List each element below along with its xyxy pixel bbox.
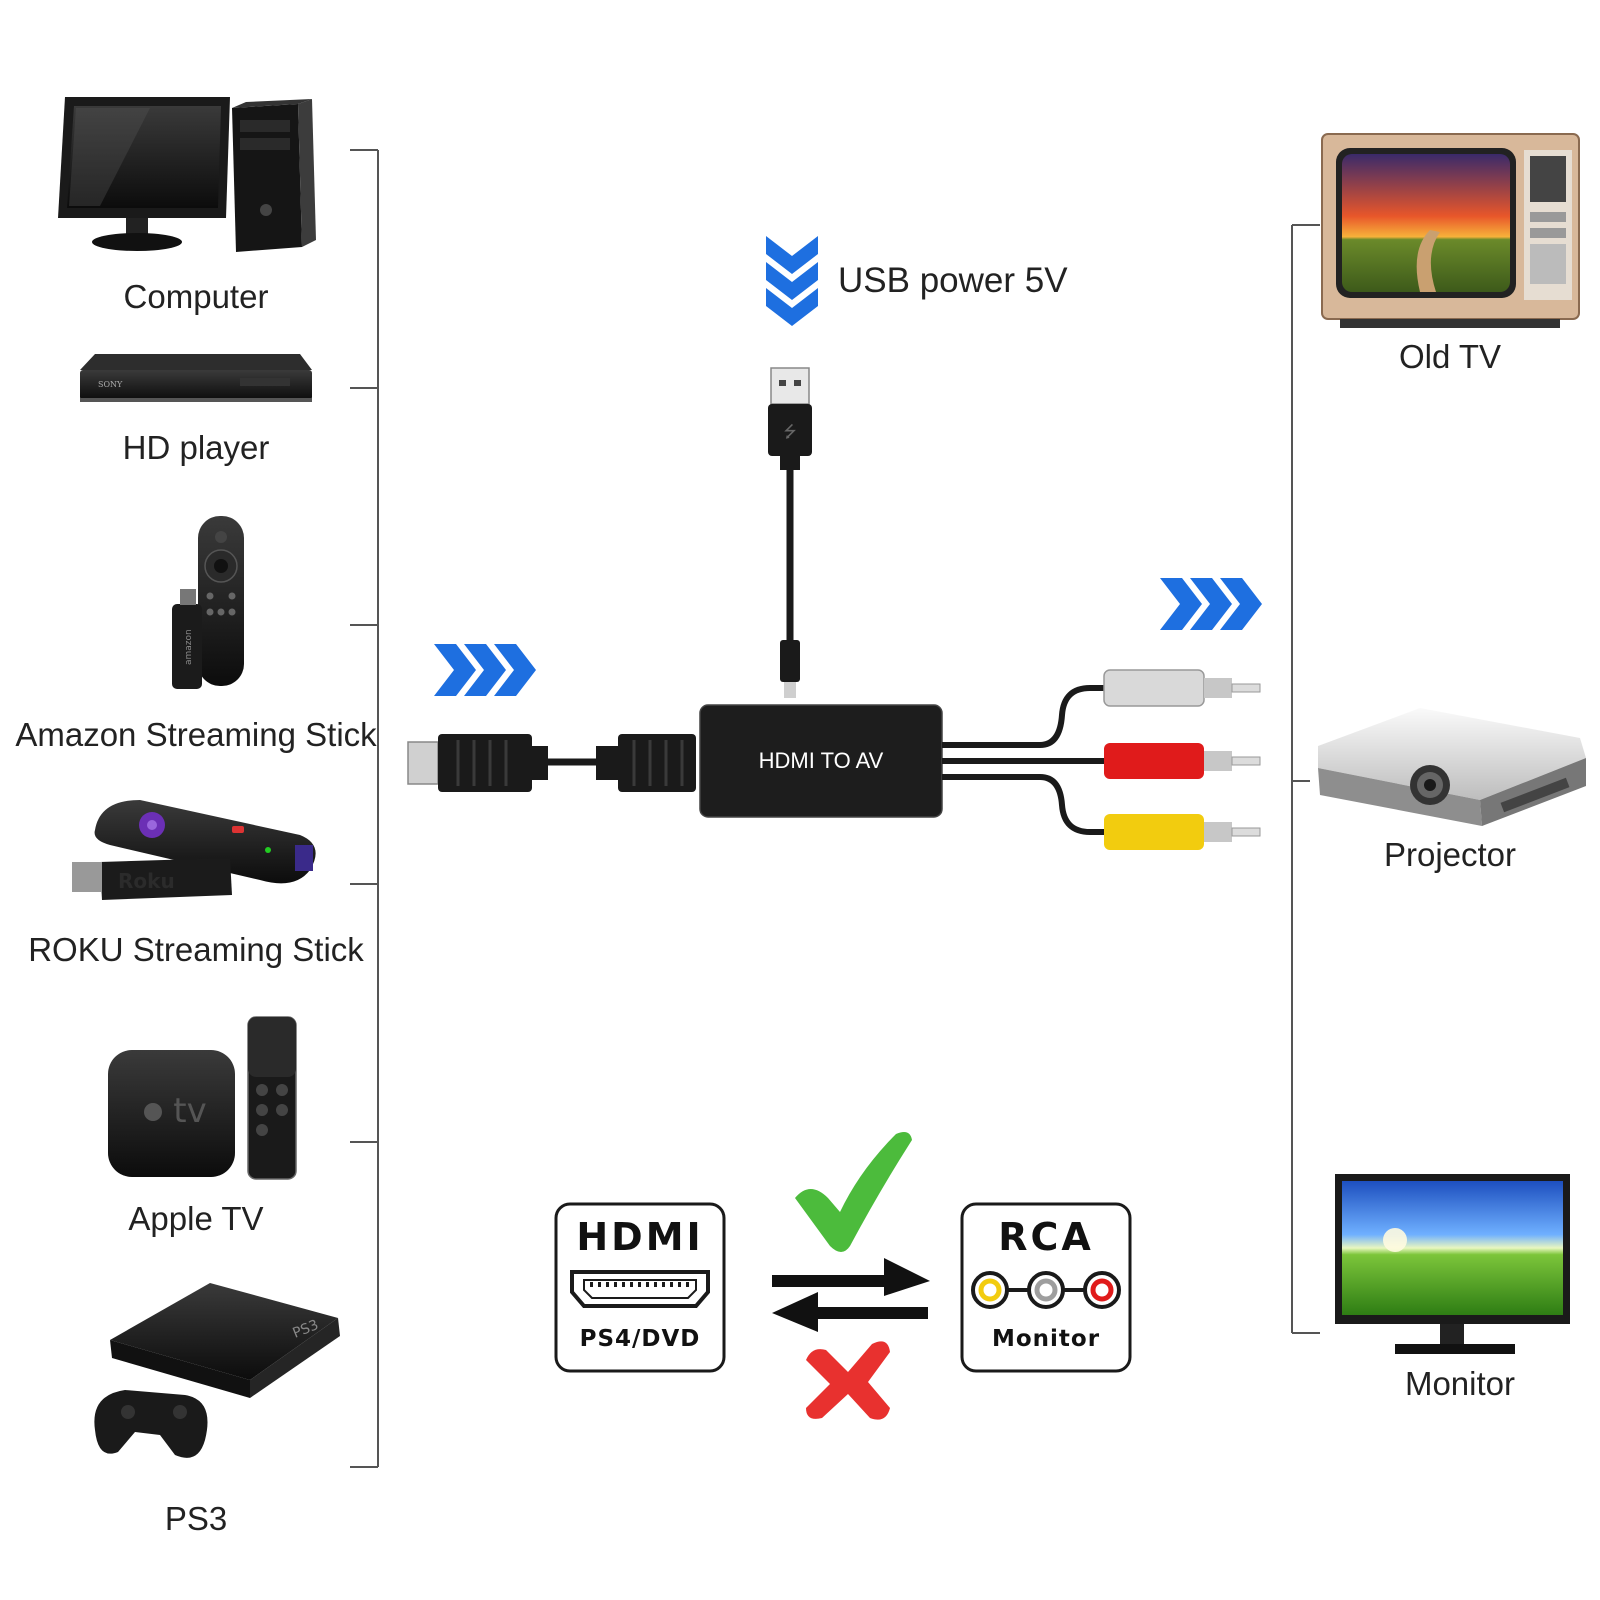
output-bracket — [1291, 224, 1320, 1334]
computer-icon — [58, 97, 316, 252]
rca-plug-yellow — [1104, 814, 1261, 850]
unsupported-cross-icon — [806, 1341, 890, 1420]
rca-box-subtitle: Monitor — [992, 1326, 1100, 1352]
output-label-projector: Projector — [1384, 836, 1516, 873]
roku-mark: Roku — [118, 869, 175, 893]
rca-box-title: RCA — [998, 1215, 1094, 1259]
usb-power-arrows — [766, 236, 818, 326]
apple-tv-icon: tv — [108, 1016, 297, 1180]
monitor-icon — [1335, 1174, 1570, 1354]
hd-player-icon: SONY — [80, 354, 312, 402]
hdmi-box-title: HDMI — [576, 1215, 703, 1259]
output-label-monitor: Monitor — [1405, 1365, 1515, 1402]
source-label-apple-tv: Apple TV — [128, 1200, 263, 1237]
hdmi-source-box: HDMI PS4/DVD — [554, 1202, 726, 1373]
rca-plug-white — [1103, 669, 1261, 707]
svg-text:⭍: ⭍ — [783, 422, 796, 441]
supported-check-icon — [795, 1132, 912, 1252]
usb-cable: ⭍ — [768, 367, 812, 698]
av-output-arrows — [1160, 578, 1262, 630]
usb-power-label: USB power 5V — [838, 261, 1068, 300]
roku-stick-icon: Roku — [72, 800, 316, 900]
source-label-ps3: PS3 — [165, 1500, 227, 1537]
projector-icon — [1318, 708, 1586, 826]
hdmi-port-icon — [570, 1270, 710, 1308]
sony-mark: SONY — [98, 380, 123, 389]
output-label-old-tv: Old TV — [1399, 338, 1501, 375]
amazon-mark: amazon — [184, 629, 194, 665]
hdmi-to-av-adapter: HDMI TO AV — [699, 704, 943, 818]
conversion-arrows-icon — [772, 1258, 930, 1332]
rca-ports-icon — [971, 1271, 1121, 1309]
hdmi-cable — [407, 734, 696, 792]
hdmi-input-arrows — [434, 644, 536, 696]
old-tv-icon — [1321, 133, 1580, 328]
hdmi-box-subtitle: PS4/DVD — [580, 1326, 701, 1352]
rca-plug-red — [1104, 743, 1261, 779]
apple-tv-mark: tv — [173, 1091, 206, 1131]
source-bracket — [350, 149, 379, 1468]
amazon-stick-icon: amazon — [172, 516, 244, 689]
source-label-amazon: Amazon Streaming Stick — [15, 716, 377, 753]
source-label-roku: ROKU Streaming Stick — [28, 931, 364, 968]
source-label-hd-player: HD player — [123, 429, 270, 466]
ps3-icon: PS3 — [94, 1283, 340, 1458]
source-label-computer: Computer — [124, 278, 269, 315]
adapter-label: HDMI TO AV — [759, 748, 884, 773]
rca-target-box: RCA Monitor — [960, 1202, 1132, 1373]
rca-cables — [942, 685, 1104, 835]
